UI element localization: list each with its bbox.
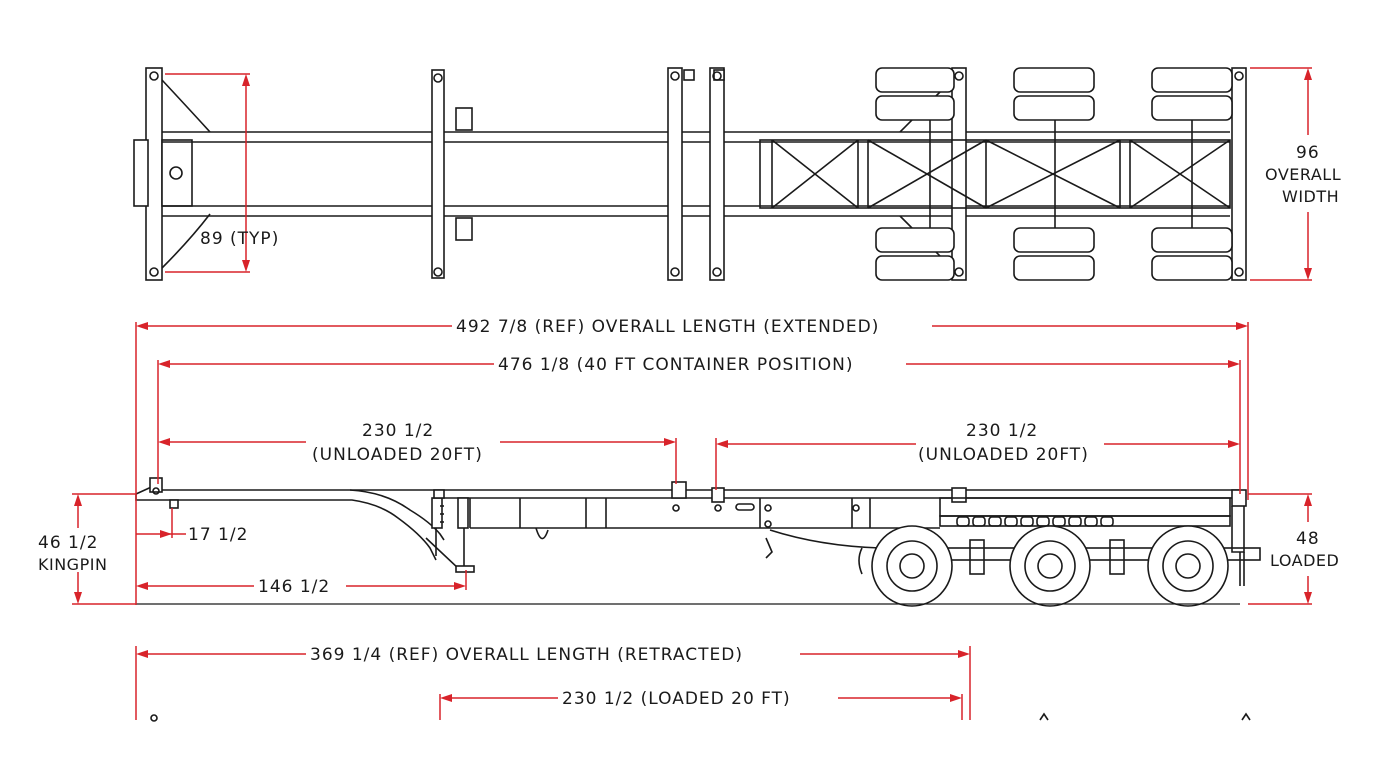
container-40ft-label: 476 1/8 (40 FT CONTAINER POSITION) xyxy=(498,355,853,375)
dim-retracted-length: 369 1/4 (REF) OVERALL LENGTH (RETRACTED) xyxy=(135,645,971,720)
plan-view xyxy=(133,67,1247,281)
landing-gear-label: 146 1/2 xyxy=(258,577,330,597)
retracted-length-label: 369 1/4 (REF) OVERALL LENGTH (RETRACTED) xyxy=(310,645,743,665)
dim-89-typ: 89 (TYP) xyxy=(165,73,279,273)
dim-loaded-height: 48 LOADED xyxy=(1248,493,1339,605)
landing-gear xyxy=(425,497,475,573)
kingpin-label: KINGPIN xyxy=(38,555,107,574)
plan-tires xyxy=(875,67,1233,281)
dim-unloaded-right: 230 1/2 (UNLOADED 20FT) xyxy=(715,421,1240,490)
overall-width-label-1: OVERALL xyxy=(1265,165,1341,184)
unloaded-right-label: (UNLOADED 20FT) xyxy=(918,445,1089,465)
side-holes xyxy=(956,516,1114,527)
loaded-height-value: 48 xyxy=(1296,529,1320,549)
dim-overall-width: 96 OVERALL WIDTH xyxy=(1250,67,1341,281)
loaded-20ft-label: 230 1/2 (LOADED 20 FT) xyxy=(562,689,791,709)
side-wheels xyxy=(871,525,1229,607)
loaded-height-label: LOADED xyxy=(1270,551,1339,570)
offset-17-label: 17 1/2 xyxy=(188,525,248,545)
corner-castings xyxy=(149,71,1244,277)
dim-89-typ-label: 89 (TYP) xyxy=(200,229,279,249)
unloaded-right-value: 230 1/2 xyxy=(966,421,1038,441)
unloaded-left-value: 230 1/2 xyxy=(362,421,434,441)
extended-length-label: 492 7/8 (REF) OVERALL LENGTH (EXTENDED) xyxy=(456,317,879,337)
kingpin-value: 46 1/2 xyxy=(38,533,98,553)
unloaded-left-label: (UNLOADED 20FT) xyxy=(312,445,483,465)
dim-kingpin: 46 1/2 KINGPIN xyxy=(38,493,136,605)
overall-width-label-2: WIDTH xyxy=(1282,187,1339,206)
dim-40ft-container: 476 1/8 (40 FT CONTAINER POSITION) xyxy=(157,355,1241,494)
dim-17: 17 1/2 xyxy=(136,508,248,545)
dim-loaded-20ft: 230 1/2 (LOADED 20 FT) xyxy=(439,689,963,720)
dim-unloaded-left: 230 1/2 (UNLOADED 20FT) xyxy=(158,421,677,484)
dim-146: 146 1/2 xyxy=(136,570,467,597)
overall-width-value: 96 xyxy=(1296,143,1320,163)
dim-extended-length: 492 7/8 (REF) OVERALL LENGTH (EXTENDED) xyxy=(135,317,1249,605)
